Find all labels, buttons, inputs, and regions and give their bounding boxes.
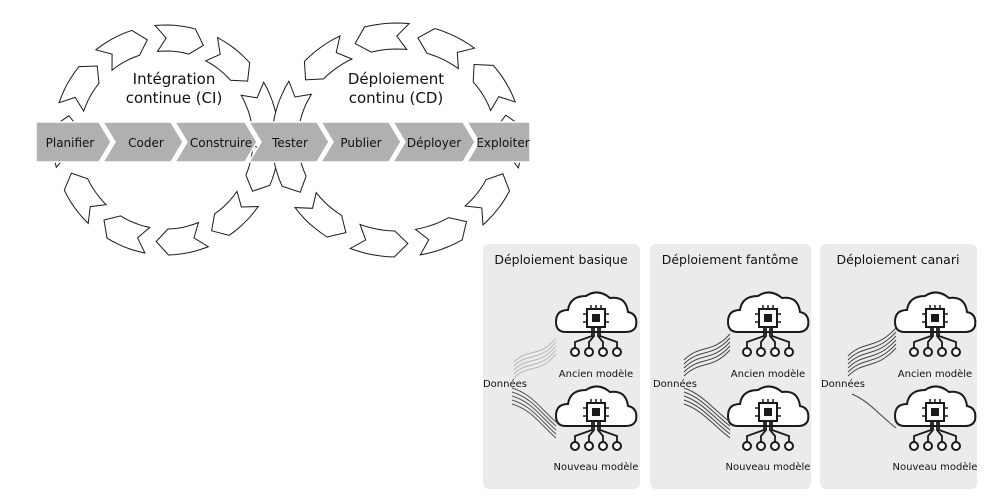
data-stream-old bbox=[847, 327, 897, 377]
loop-chevron-segment bbox=[414, 217, 468, 256]
loop-chevron-segment bbox=[211, 190, 260, 236]
loop-chevron-segment bbox=[204, 36, 251, 82]
loop-chevron-segment bbox=[463, 173, 511, 226]
pipeline-label-exploiter: Exploiter bbox=[476, 136, 529, 150]
loop-chevron-segment bbox=[303, 34, 354, 81]
pipeline-step-construire bbox=[173, 121, 258, 163]
pipeline-label-publier: Publier bbox=[340, 136, 381, 150]
panel-basique-new-model: Nouveau modèle bbox=[554, 461, 639, 473]
loop-chevron-segment bbox=[348, 223, 409, 258]
pipeline-step-exploiter bbox=[465, 121, 531, 163]
panel-canari-old-model: Ancien modèle bbox=[898, 368, 972, 380]
loop-chevron-segment bbox=[94, 29, 148, 72]
pipeline-label-construire: Construire bbox=[190, 136, 252, 150]
panel-fantome-title: Déploiement fantôme bbox=[662, 252, 799, 267]
panel-fantome-data-label: Données bbox=[653, 378, 697, 390]
loop-chevron-segment bbox=[153, 24, 205, 55]
loop-chevron-segment bbox=[472, 63, 517, 112]
panel-canari-new-model: Nouveau modèle bbox=[893, 461, 978, 473]
data-stream-new bbox=[851, 393, 897, 429]
panel-basique-old-model: Ancien modèle bbox=[559, 368, 633, 380]
panel-fantome: Déploiement fantôme Données Ancien modèl… bbox=[650, 244, 811, 489]
pipeline-label-planifier: Planifier bbox=[46, 136, 95, 150]
pipeline-label-tester: Tester bbox=[271, 136, 308, 150]
data-stream-new bbox=[683, 387, 731, 439]
pipeline-band: Planifier Coder Construire Tester Publie… bbox=[35, 121, 531, 163]
data-stream-new bbox=[511, 387, 557, 439]
cd-title-line2: continu (CD) bbox=[349, 89, 444, 107]
pipeline-step-publier bbox=[319, 121, 402, 163]
pipeline-step-coder bbox=[101, 121, 184, 163]
panel-canari-data-label: Données bbox=[821, 378, 865, 390]
cd-title-line1: Déploiement bbox=[348, 70, 444, 88]
pipeline-step-planifier bbox=[35, 121, 112, 163]
pipeline-step-deployer bbox=[391, 121, 476, 163]
panel-basique-title: Déploiement basique bbox=[494, 252, 628, 267]
loop-chevron-segment bbox=[63, 172, 108, 225]
data-stream-old bbox=[513, 337, 557, 379]
data-stream-old bbox=[683, 333, 731, 377]
ci-title-line1: Intégration bbox=[133, 70, 216, 88]
loop-chevron-segment bbox=[354, 22, 411, 53]
loop-chevron-segment bbox=[58, 65, 100, 113]
pipeline-label-deployer: Déployer bbox=[407, 136, 461, 150]
panel-basique: Déploiement basique Données Ancien modèl… bbox=[483, 244, 640, 489]
panel-canari: Déploiement canari Données Ancien modèle… bbox=[820, 244, 977, 489]
ci-title-line2: continue (CI) bbox=[126, 89, 223, 107]
loop-chevron-segment bbox=[103, 215, 151, 254]
loop-chevron-segment bbox=[293, 191, 347, 238]
panel-basique-data-label: Données bbox=[483, 378, 527, 390]
loop-chevron-segment bbox=[417, 27, 476, 70]
panel-fantome-new-model: Nouveau modèle bbox=[726, 461, 811, 473]
pipeline-label-coder: Coder bbox=[128, 136, 164, 150]
pipeline-step-tester bbox=[247, 121, 330, 163]
panel-fantome-old-model: Ancien modèle bbox=[731, 368, 805, 380]
cd-loop-arrows bbox=[271, 22, 523, 258]
loop-chevron-segment bbox=[155, 221, 210, 256]
panel-canari-title: Déploiement canari bbox=[837, 252, 960, 267]
